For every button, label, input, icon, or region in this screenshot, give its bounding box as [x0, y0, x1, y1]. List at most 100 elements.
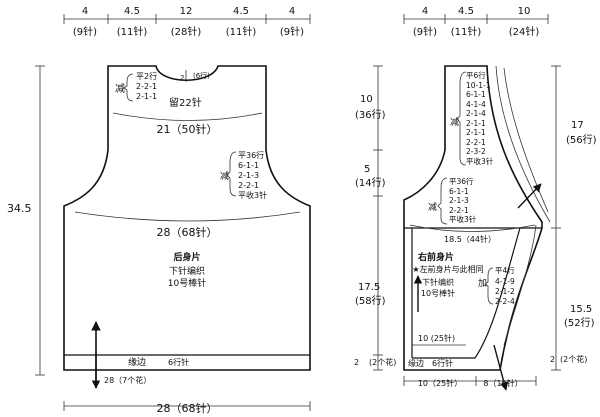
front-edge-arrow: [493, 344, 509, 391]
svg-text:2-2-1: 2-2-1: [238, 181, 259, 190]
front-inner-edge: [412, 227, 521, 359]
front-armhole-shaping: 减 平36行 6-1-1 2-1-3 2-2-1 平收3针: [428, 176, 477, 225]
svg-text:平4行: 平4行: [495, 265, 515, 275]
back-shoulder-shaping: 减 平2行 2-2-1 2-1-1: [115, 71, 157, 102]
svg-text:2-2-4: 2-2-4: [495, 297, 515, 306]
back-edge-label: 缘边: [128, 356, 146, 368]
back-title: 后身片: [173, 251, 200, 263]
svg-text:加: 加: [478, 278, 487, 289]
front-title: 右前身片: [417, 251, 454, 263]
front-lower-height-cm: 17.5: [358, 282, 380, 293]
back-width-sts-4: (11针): [226, 25, 257, 38]
front-top-dimension-line: [403, 14, 549, 24]
svg-text:平6行: 平6行: [466, 70, 486, 80]
front-note: ★左前身片与此相同: [412, 264, 483, 274]
svg-text:平36行: 平36行: [449, 176, 474, 186]
svg-text:(9针): (9针): [413, 25, 437, 38]
front-piece: 4 (9针) 4.5 (11针) 10 (24针) 10 (36行) 5 (14…: [354, 6, 597, 391]
front-bottom-right: 8（19针）: [483, 378, 522, 388]
svg-text:平2行: 平2行: [136, 71, 157, 81]
front-neck-arrow: [517, 183, 542, 209]
back-armhole-shaping: 减 平36行 6-1-1 2-1-3 2-2-1 平收3针: [220, 150, 267, 200]
svg-text:6-1-1: 6-1-1: [449, 187, 469, 196]
svg-text:2-1-2: 2-1-2: [495, 287, 515, 296]
svg-text:平36行: 平36行: [238, 150, 264, 160]
svg-text:减: 减: [115, 83, 125, 95]
front-upper-height-cm: 10: [360, 94, 373, 105]
svg-text:4.5: 4.5: [458, 6, 474, 17]
back-bottom-width: 28（68针）: [157, 401, 218, 415]
front-edge-right-repeat: (2个花): [560, 354, 587, 364]
back-outline: [63, 65, 311, 371]
back-neck-stitches: 留22针: [169, 96, 202, 109]
front-outline: [403, 65, 543, 371]
back-width-sts-5: (9针): [280, 25, 304, 38]
svg-text:6-1-1: 6-1-1: [466, 90, 486, 99]
front-right-height-rows: (56行): [566, 133, 597, 146]
back-edge-count: 28（7个花）: [104, 375, 151, 385]
svg-text:2-1-1: 2-1-1: [136, 92, 157, 101]
back-width-cm-3: 12: [180, 6, 193, 17]
svg-text:2-1-1: 2-1-1: [466, 128, 486, 137]
svg-text:2-1-4: 2-1-4: [466, 109, 486, 118]
svg-text:10: 10: [518, 6, 531, 17]
back-height: 34.5: [7, 202, 32, 215]
front-mid-height-cm: 5: [364, 164, 370, 175]
front-mid-height-rows: (14行): [355, 176, 386, 189]
svg-text:6-1-1: 6-1-1: [238, 161, 259, 170]
svg-text:2-2-1: 2-2-1: [466, 138, 486, 147]
back-neck-rows: (6行): [193, 71, 210, 80]
svg-text:2-2-1: 2-2-1: [449, 206, 469, 215]
back-width-sts-3: (28针): [171, 25, 202, 38]
front-edge-left-count: 2: [354, 358, 359, 367]
back-neck-depth: 2: [180, 74, 184, 82]
front-lower-height-rows: (58行): [355, 294, 386, 307]
front-edge-label: 缘边: [408, 358, 424, 368]
front-chest-width: 18.5（44针）: [444, 234, 496, 244]
front-chest-curve: [409, 224, 536, 232]
back-hip-curve: [74, 211, 301, 222]
back-hip-width: 28（68针）: [157, 225, 218, 239]
svg-text:(11针): (11针): [451, 25, 482, 38]
front-neck-band: [495, 65, 551, 223]
svg-text:减: 减: [428, 201, 437, 213]
svg-text:4-1-4: 4-1-4: [466, 100, 486, 109]
back-width-cm-4: 4.5: [233, 6, 249, 17]
front-top-widths: 4 (9针) 4.5 (11针) 10 (24针): [413, 6, 539, 38]
front-upper-height-rows: (36行): [355, 108, 386, 121]
svg-text:平收3针: 平收3针: [466, 156, 494, 166]
back-width-cm-2: 4.5: [124, 6, 140, 17]
back-piece: 4 (9针) 4.5 (11针) 12 (28针) 4.5 (11针) 4 (9…: [7, 6, 311, 415]
back-stitch-pattern: 下针编织: [169, 265, 205, 277]
back-chest-width: 21（50针）: [157, 122, 218, 136]
svg-text:2-1-3: 2-1-3: [449, 196, 469, 205]
back-width-sts-1: (9针): [73, 25, 97, 38]
svg-text:2-1-3: 2-1-3: [238, 171, 259, 180]
front-lower-right-height-rows: (52行): [564, 316, 595, 329]
svg-text:平收3针: 平收3针: [238, 190, 267, 200]
back-top-dimension-line: [63, 14, 311, 24]
back-chest-curve: [112, 112, 263, 121]
svg-text:平收3针: 平收3针: [449, 214, 477, 224]
back-needle: 10号棒针: [168, 277, 206, 289]
back-edge-stitches: 6行针: [168, 357, 189, 367]
svg-text:减: 减: [450, 116, 459, 128]
back-width-sts-2: (11针): [117, 25, 148, 38]
back-top-widths: 4 (9针) 4.5 (11针) 12 (28针) 4.5 (11针) 4 (9…: [73, 6, 304, 38]
front-edge-left-repeat: (2个花): [369, 357, 396, 367]
front-edge-increase: 加 平4行 4-1-9 2-1-2 2-2-4: [478, 265, 515, 306]
front-stitch-pattern: 下针编织: [422, 277, 454, 287]
svg-text:2-3-2: 2-3-2: [466, 147, 486, 156]
front-needle: 10号棒针: [421, 288, 455, 298]
svg-text:2-1-1: 2-1-1: [466, 119, 486, 128]
svg-text:4-1-9: 4-1-9: [495, 277, 515, 286]
front-edge-stitches: 6行针: [432, 358, 453, 368]
back-width-cm-1: 4: [82, 6, 88, 17]
front-inner-width: 10 (25针): [418, 333, 455, 343]
front-neck-shaping: 减 平6行 10-1-1 6-1-1 4-1-4 2-1-4 2-1-1 2-1…: [450, 70, 494, 166]
svg-text:4: 4: [422, 6, 428, 17]
svg-text:(24针): (24针): [509, 25, 540, 38]
front-right-height-cm: 17: [571, 120, 584, 131]
front-bottom-left: 10（25针）: [418, 378, 462, 388]
